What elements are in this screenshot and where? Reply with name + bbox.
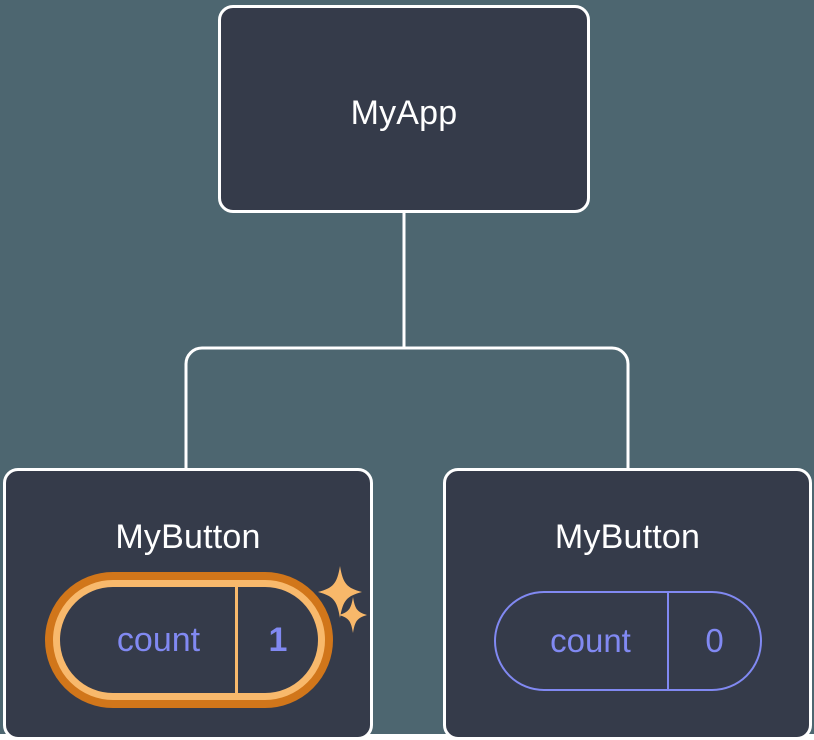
connector-branch-left [184,346,404,470]
node-title: MyButton [554,518,701,556]
state-pill-count-highlighted[interactable]: count 1 [45,572,333,708]
connector-branch-right [404,346,630,470]
state-value-label: 0 [667,593,760,689]
state-key-label: count [116,620,201,659]
state-pill-inner: count 1 [60,587,318,693]
node-title: MyApp [350,94,458,132]
state-value-label: 1 [235,587,318,693]
state-pill-count[interactable]: count 0 [494,591,762,691]
component-node-myapp[interactable]: MyApp [218,5,590,213]
state-key-label: count [550,622,631,659]
node-title: MyButton [115,518,261,556]
